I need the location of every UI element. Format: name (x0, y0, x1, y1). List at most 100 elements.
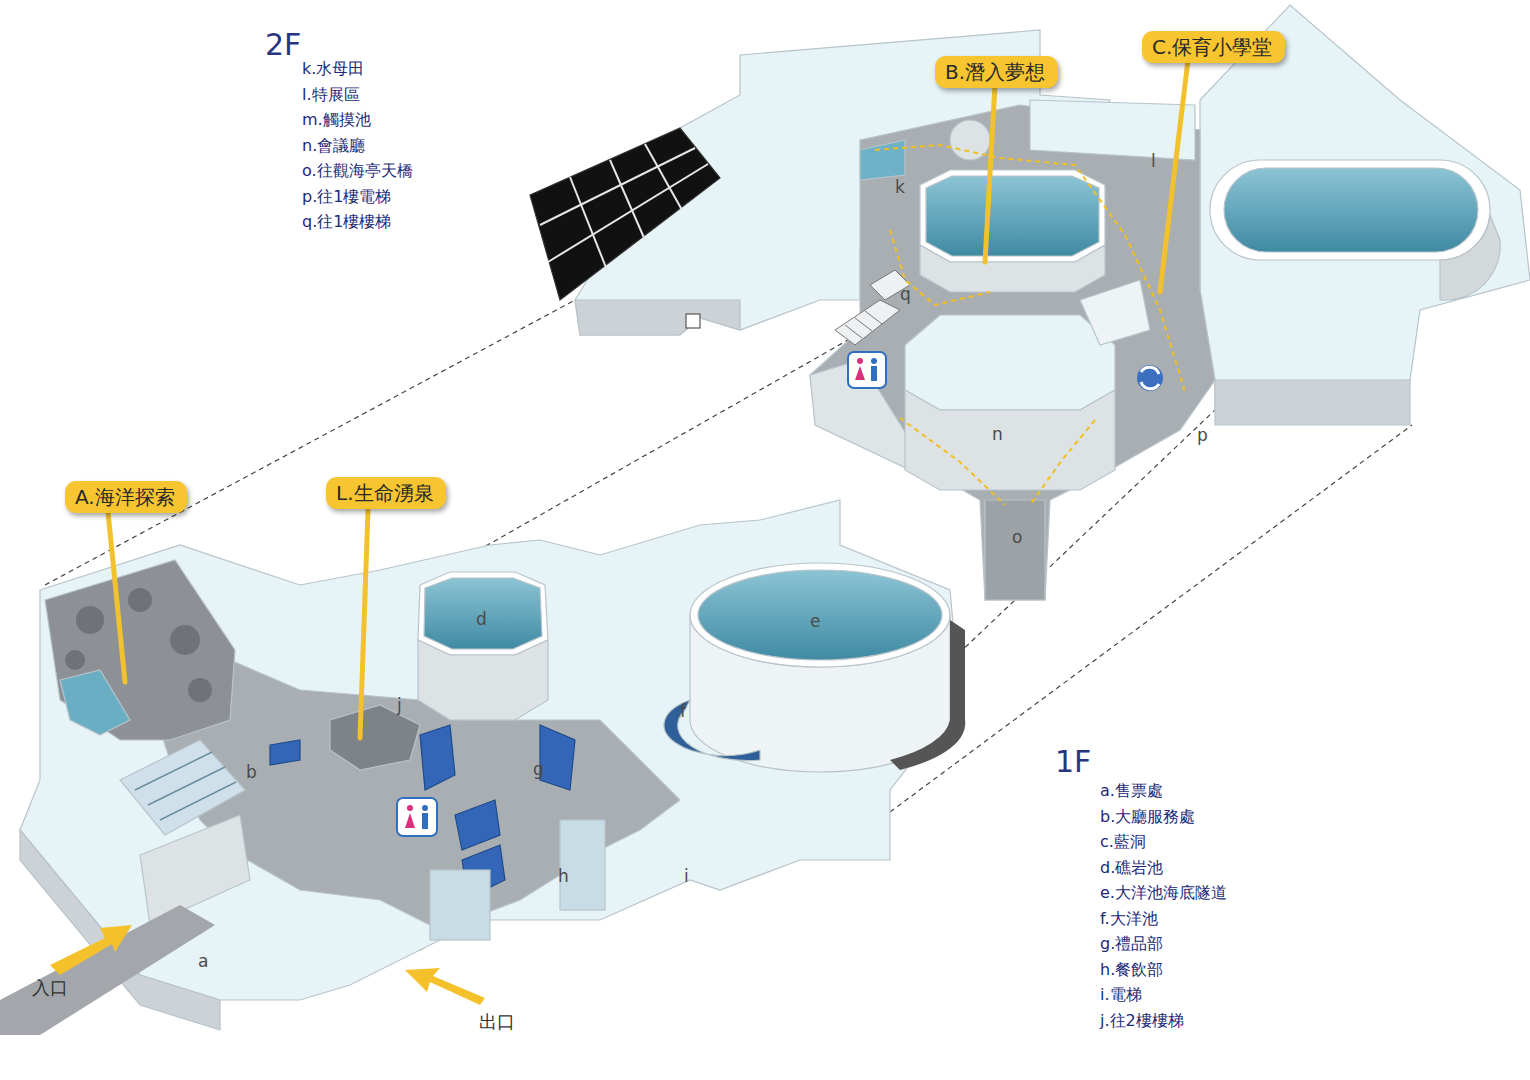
door-label: 出口 (479, 1012, 515, 1033)
callout-pointers (985, 85, 995, 262)
legend-item: k.水母田 (302, 60, 364, 78)
callout-box: L.生命湧泉 (326, 477, 446, 509)
legend-item: n.會議廳 (302, 137, 365, 155)
second-floor-building (926, 176, 1099, 256)
area-letter: j (397, 696, 402, 716)
callout-pointers (108, 512, 125, 682)
stairs (835, 300, 900, 345)
first-floor-building (128, 588, 152, 612)
shop-shelves (270, 740, 300, 765)
second-floor-building (530, 5, 1530, 600)
first-floor-building (560, 820, 605, 910)
area-letter: p (1197, 426, 1208, 446)
area-letter: o (1012, 528, 1022, 548)
elevator-icon (1141, 382, 1159, 389)
area-letter: g (533, 760, 544, 780)
shop-shelves (420, 725, 455, 790)
second-floor-building (1215, 380, 1410, 425)
route-arrows (1030, 420, 1095, 505)
elevator-icon (1137, 365, 1163, 391)
legend-item: m.觸摸池 (302, 111, 371, 129)
legend-item: i.電梯 (1100, 986, 1142, 1004)
legend-item: o.往觀海亭天橋 (302, 162, 413, 180)
second-floor-building (985, 500, 1045, 600)
first-floor-building (890, 620, 965, 770)
entrance-path (0, 905, 215, 1035)
second-floor-building (810, 105, 1215, 600)
first-floor-building (76, 606, 104, 634)
restroom-icon (857, 358, 863, 364)
second-floor-building (610, 160, 645, 240)
first-floor-building (418, 640, 548, 720)
area-letter: l (1151, 152, 1156, 172)
restroom-icon (871, 358, 877, 364)
legend-item: c.藍洞 (1100, 833, 1146, 851)
first-floor-building (160, 782, 236, 820)
elevator-icon (1137, 365, 1163, 391)
floor-heading: 1F (1055, 745, 1091, 780)
first-floor-building (690, 563, 950, 667)
second-floor-building (1200, 5, 1530, 410)
legend-item: q.往1樓樓梯 (302, 213, 391, 231)
first-floor-building (430, 870, 490, 940)
restroom-icon (855, 366, 865, 380)
first-floor-building (418, 572, 548, 655)
callout-text: A.海洋探索 (75, 485, 175, 509)
second-floor-building (810, 360, 910, 470)
first-floor-building (698, 570, 942, 660)
legend-item: j.往2樓樓梯 (1100, 1012, 1184, 1030)
entrance-path (0, 905, 485, 1035)
first-floor-building (140, 815, 250, 925)
area-letter: d (476, 610, 487, 630)
second-floor-building (540, 144, 708, 270)
second-floor-building (548, 164, 708, 262)
second-floor-building (905, 315, 1115, 410)
first-floor-building (188, 678, 212, 702)
stairs (845, 325, 862, 338)
first-floor-building (65, 650, 85, 670)
first-floor-building (664, 700, 760, 761)
area-letter: i (684, 867, 689, 887)
first-floor-building (135, 752, 236, 820)
restroom-icon (848, 352, 886, 388)
area-letter: n (992, 425, 1003, 445)
second-floor-building (1224, 168, 1478, 252)
restroom-icon (397, 798, 437, 836)
restroom-icon (405, 813, 415, 828)
area-letter: f (680, 702, 686, 722)
stairs (865, 311, 882, 324)
second-floor-building (686, 314, 700, 328)
restroom-icon (397, 798, 437, 836)
elevator-icon (1141, 367, 1159, 374)
floor-heading: 2F (265, 28, 301, 63)
legend-item: g.禮品部 (1100, 935, 1163, 953)
stairs (835, 270, 910, 345)
second-floor-building (920, 170, 1105, 262)
entrance-path (405, 968, 485, 1005)
callout-box: B.潛入夢想 (935, 56, 1058, 88)
entrance-path (50, 925, 132, 975)
first-floor-building (170, 625, 200, 655)
second-floor-building (1210, 160, 1490, 260)
callout-pointers (360, 510, 368, 738)
second-floor-building (905, 390, 1115, 490)
callout-pointers (1160, 60, 1188, 292)
stairs (855, 318, 872, 331)
second-floor-building (1030, 100, 1195, 160)
route-arrows (890, 230, 990, 305)
door-label: 入口 (32, 978, 68, 999)
second-floor-building (575, 300, 740, 335)
second-floor-building (860, 140, 905, 180)
second-floor-building (570, 177, 607, 270)
area-letter: q (900, 285, 911, 305)
second-floor-building (1080, 280, 1150, 345)
floor-link-lines (45, 300, 575, 585)
route-arrows (875, 145, 1185, 392)
first-floor-building (424, 578, 542, 649)
restroom-icon (422, 805, 428, 811)
legend-item: h.餐飲部 (1100, 961, 1163, 979)
legend-item: d.礁岩池 (1100, 859, 1163, 877)
legend-item: b.大廳服務處 (1100, 808, 1195, 826)
first-floor-building (330, 705, 420, 770)
first-floor-building (60, 670, 130, 735)
